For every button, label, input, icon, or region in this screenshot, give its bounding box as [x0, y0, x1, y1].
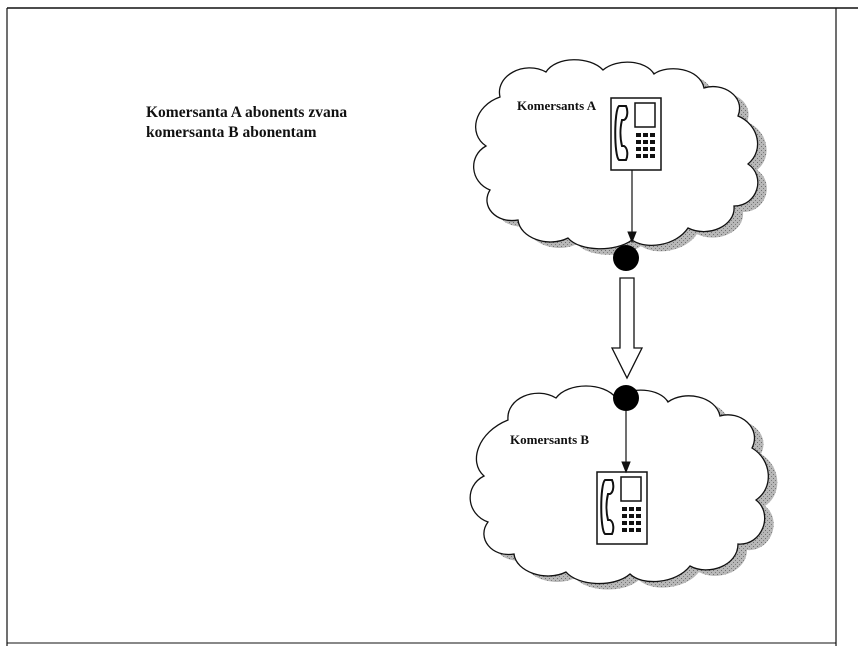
caption-line: Komersanta A abonents zvana [146, 104, 348, 121]
network-b-label: Komersants B [510, 432, 590, 447]
page-border [6, 7, 858, 646]
network-node-icon [613, 385, 639, 411]
network-a-label: Komersants A [517, 98, 597, 113]
desk-phone-icon [596, 471, 648, 545]
network-node-icon [613, 245, 639, 271]
arrow-phone-a-to-node [627, 170, 637, 244]
interconnect-arrow [610, 277, 644, 380]
desk-phone-icon [610, 97, 662, 171]
arrow-node-to-phone-b [621, 411, 631, 474]
diagram-caption: Komersanta A abonents zvana komersanta B… [146, 103, 347, 143]
caption-line: komersanta B abonentam [146, 124, 317, 141]
